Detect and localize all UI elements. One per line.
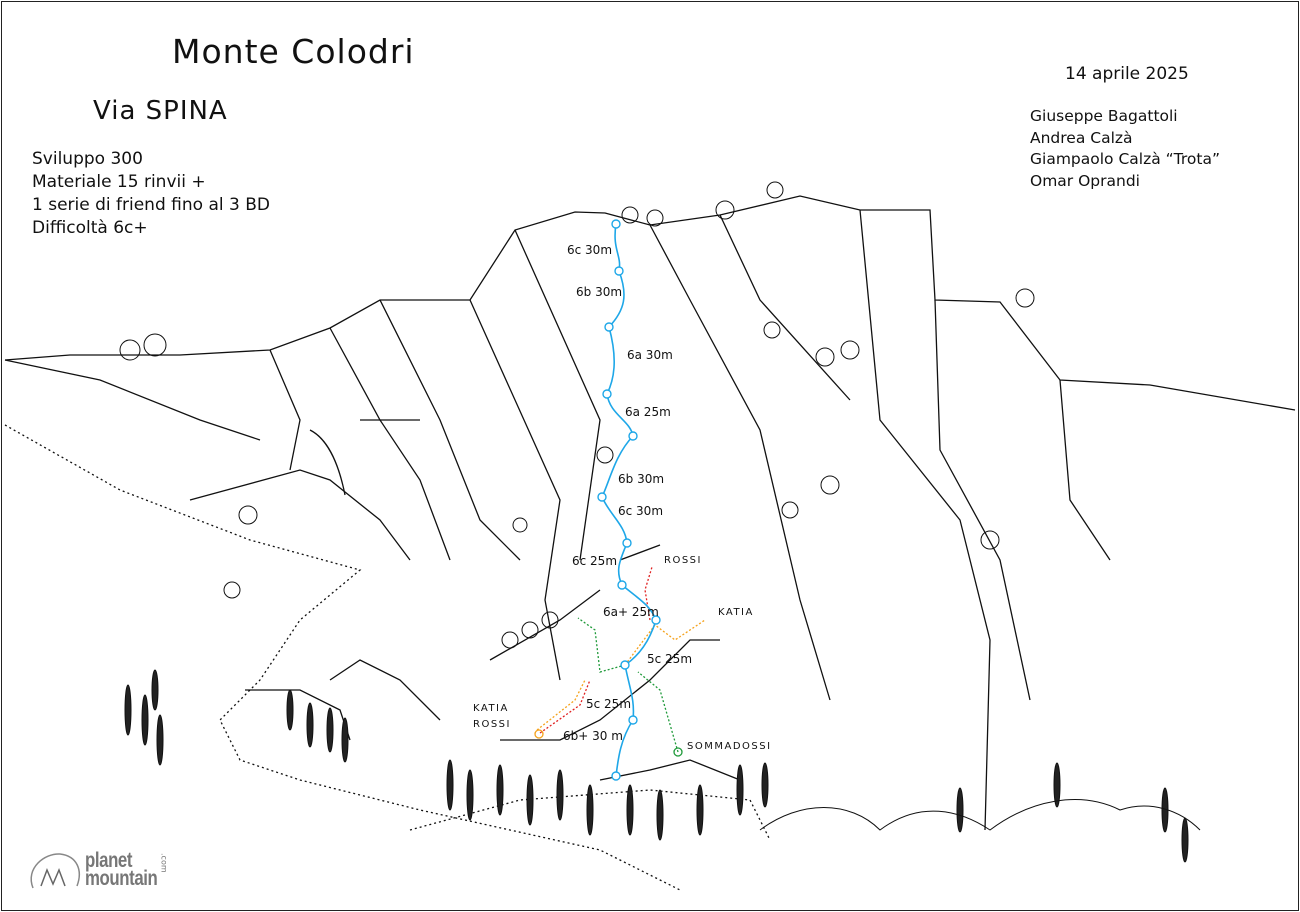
pitch-label: 6c 25m bbox=[572, 554, 617, 568]
belay-stations bbox=[597, 219, 661, 781]
rossi-label: ROSSI bbox=[664, 555, 702, 566]
logo-mark-icon bbox=[30, 853, 81, 889]
logo-text: mountain bbox=[85, 867, 158, 890]
katia-label: KATIA bbox=[718, 607, 754, 618]
info-line: Materiale 15 rinvii + bbox=[32, 172, 206, 192]
pitch-label: 6b 30m bbox=[618, 472, 664, 486]
info-line: 1 serie di friend fino al 3 BD bbox=[32, 195, 270, 215]
sommadossi-start bbox=[673, 747, 683, 757]
rossi-label: ROSSI bbox=[473, 719, 511, 730]
route-line bbox=[601, 223, 657, 777]
rossi-route-line bbox=[539, 566, 653, 734]
pitch-label: 6c 30m bbox=[567, 243, 612, 257]
pitch-label: 5c 25m bbox=[647, 652, 692, 666]
pitch-label: 6a 30m bbox=[627, 348, 673, 362]
pitch-label: 6b 30m bbox=[576, 285, 622, 299]
sommadossi-route-line bbox=[577, 617, 679, 753]
route-info: Sviluppo 300 Materiale 15 rinvii + 1 ser… bbox=[32, 148, 270, 240]
katia-route-line bbox=[536, 619, 706, 731]
pitch-label: 6a 25m bbox=[625, 405, 671, 419]
pitch-label: 6b+ 30 m bbox=[563, 729, 623, 743]
climber-name: Andrea Calzà bbox=[1030, 128, 1133, 147]
date: 14 aprile 2025 bbox=[1065, 64, 1189, 84]
logo-text: planet bbox=[85, 849, 133, 872]
katia-start bbox=[534, 729, 544, 739]
pitch-label: 6c 30m bbox=[618, 504, 663, 518]
route-name: Via SPINA bbox=[93, 96, 228, 126]
climber-name: Omar Oprandi bbox=[1030, 171, 1140, 190]
skyline bbox=[4, 195, 1296, 411]
climber-name: Giampaolo Calzà “Trota” bbox=[1030, 150, 1220, 168]
info-line: Difficoltà 6c+ bbox=[32, 218, 148, 238]
page-title: Monte Colodri bbox=[172, 32, 415, 71]
katia-label: KATIA bbox=[473, 703, 509, 714]
pitch-label: 5c 25m bbox=[586, 697, 631, 711]
pitch-label: 6a+ 25m bbox=[603, 605, 659, 619]
sommadossi-label: SOMMADOSSI bbox=[687, 741, 772, 752]
first-ascent-list: Giuseppe Bagattoli Andrea Calzà Giampaol… bbox=[1030, 106, 1220, 192]
trees bbox=[119, 181, 1201, 863]
info-line: Sviluppo 300 bbox=[32, 149, 143, 169]
planetmountain-logo: planet mountain .com bbox=[25, 848, 169, 892]
logo-suffix: .com bbox=[159, 853, 169, 873]
climber-name: Giuseppe Bagattoli bbox=[1030, 107, 1178, 125]
